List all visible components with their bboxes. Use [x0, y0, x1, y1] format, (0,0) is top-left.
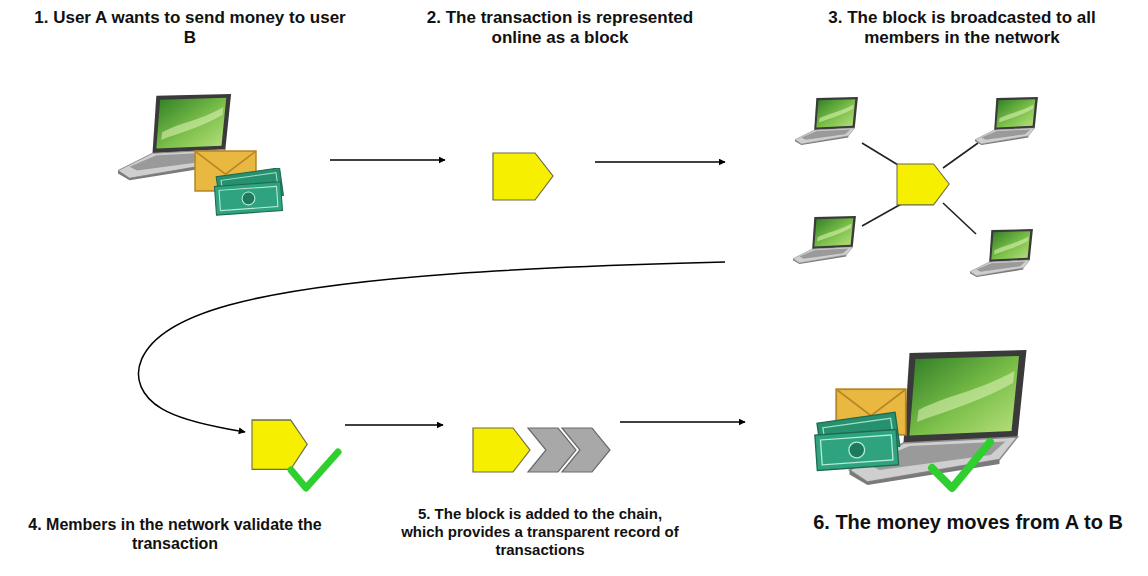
process-step: 2. The transaction is represented online… — [450, 125, 590, 220]
process-step: 6. The money moves from A to B — [750, 340, 1040, 495]
flow-arrow — [138, 262, 725, 432]
step-caption: 4. Members in the network validate the t… — [15, 515, 335, 553]
flow-arrow — [330, 159, 445, 161]
process-step: 5. The block is added to the chain, whic… — [448, 420, 615, 480]
process-step: 4. Members in the network validate the t… — [250, 415, 340, 500]
flow-arrow — [595, 161, 725, 163]
process-step: 1. User A wants to send money to user B — [115, 90, 325, 220]
process-step: 3. The block is broadcasted to all membe… — [730, 95, 1045, 280]
step-caption: 6. The money moves from A to B — [796, 510, 1141, 534]
step-caption: 3. The block is broadcasted to all membe… — [800, 8, 1125, 49]
step-caption: 1. User A wants to send money to user B — [28, 8, 353, 49]
flow-arrow — [345, 424, 443, 426]
step-caption: 5. The block is added to the chain, whic… — [395, 505, 685, 559]
flow-arrow — [620, 421, 745, 423]
step-caption: 2. The transaction is represented online… — [400, 8, 720, 49]
